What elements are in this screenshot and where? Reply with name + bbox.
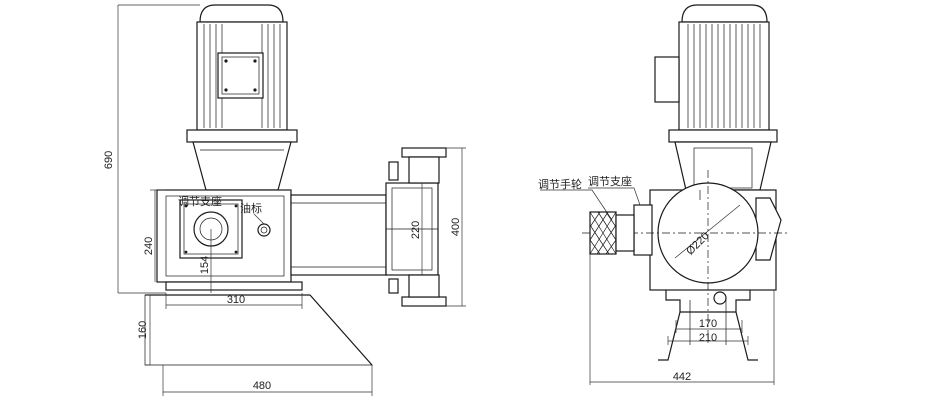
dim-310: 310 xyxy=(227,294,245,306)
label-adjust-seat-right: 调节支座 xyxy=(588,174,632,188)
motor-right xyxy=(654,4,778,191)
motor-left xyxy=(186,4,298,191)
right-view: 调节手轮 调节支座 Ø220 170 210 442 xyxy=(538,4,790,385)
dimensions-left xyxy=(117,4,466,396)
dim-154: 154 xyxy=(199,256,211,274)
dim-442: 442 xyxy=(673,371,691,383)
label-oil-gauge: 油标 xyxy=(240,201,262,215)
dim-220-head: 220 xyxy=(410,221,422,239)
dim-480: 480 xyxy=(253,380,271,392)
left-view: 690 240 154 310 160 480 220 400 调节支座 油标 xyxy=(103,4,466,396)
label-adjust-seat-left: 调节支座 xyxy=(178,194,222,208)
dim-160: 160 xyxy=(137,321,149,339)
label-handwheel: 调节手轮 xyxy=(538,177,582,191)
dim-210: 210 xyxy=(699,332,717,344)
pump-body-right xyxy=(582,170,790,345)
base-left xyxy=(144,294,373,366)
dimensions-right xyxy=(540,187,775,385)
dim-400: 400 xyxy=(450,218,462,236)
feet-right xyxy=(658,290,758,361)
dim-690: 690 xyxy=(103,151,115,169)
dim-170: 170 xyxy=(699,318,717,330)
dim-240: 240 xyxy=(143,237,155,255)
texts-left: 690 240 154 310 160 480 220 400 调节支座 油标 xyxy=(103,151,462,392)
handwheel-right xyxy=(589,211,635,255)
pump-head-left xyxy=(290,147,447,307)
